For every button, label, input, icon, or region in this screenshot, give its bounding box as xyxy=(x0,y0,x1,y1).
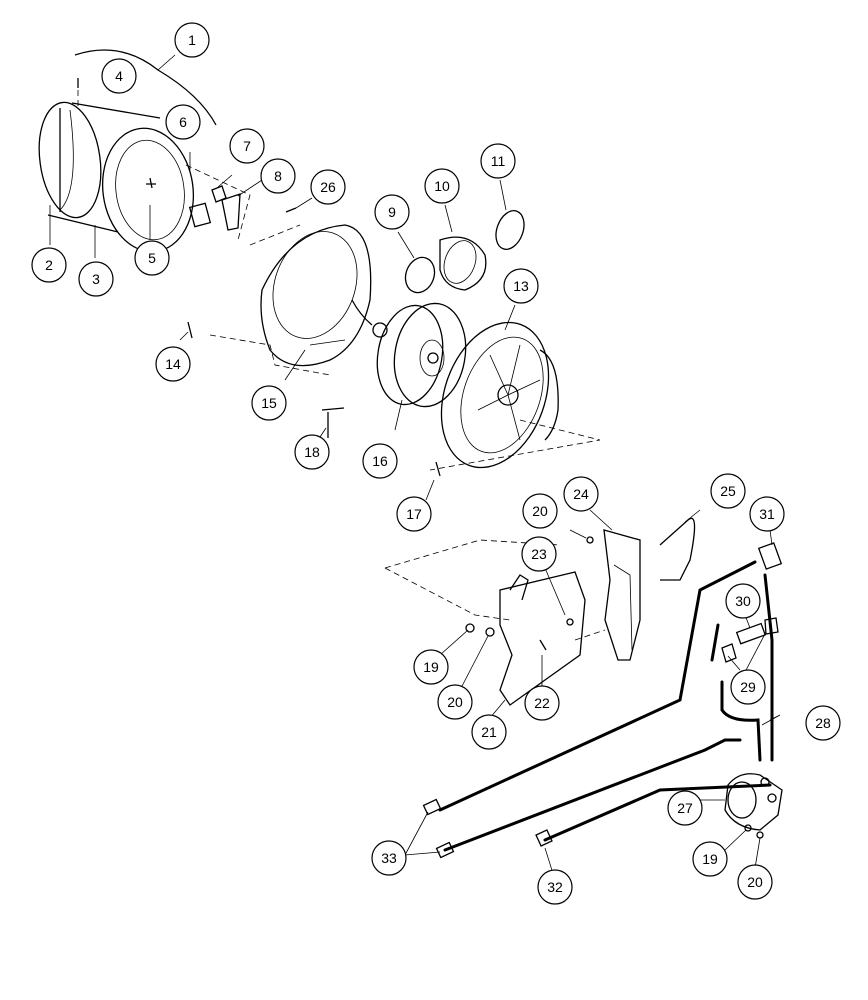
callout-label: 9 xyxy=(388,204,396,220)
hose-coupling xyxy=(397,179,525,294)
callout-28: 28 xyxy=(805,705,841,741)
hydraulic-lines xyxy=(404,560,781,881)
callout-label: 31 xyxy=(759,506,775,522)
callout-label: 14 xyxy=(165,356,181,372)
callout-11: 11 xyxy=(480,143,516,179)
callout-label: 2 xyxy=(45,257,53,273)
callout-label: 7 xyxy=(243,138,251,154)
callout-label: 26 xyxy=(320,179,336,195)
callout-label: 20 xyxy=(747,874,763,890)
latch-parts xyxy=(185,152,313,241)
callout-1: 1 xyxy=(174,22,210,58)
callout-label: 27 xyxy=(677,800,693,816)
callout-label: 11 xyxy=(491,153,506,169)
bolt-14 xyxy=(179,321,193,341)
callout-label: 20 xyxy=(532,503,548,519)
callout-23: 23 xyxy=(521,536,557,572)
callout-24: 24 xyxy=(563,476,599,512)
callout-label: 5 xyxy=(148,250,156,266)
callout-label: 30 xyxy=(735,593,751,609)
callout-16: 16 xyxy=(362,443,398,479)
callout-29: 29 xyxy=(730,669,766,705)
callout-label: 18 xyxy=(304,444,320,460)
callout-label: 25 xyxy=(720,483,736,499)
callout-label: 8 xyxy=(274,168,282,184)
callout-label: 20 xyxy=(447,694,463,710)
bracket-24 xyxy=(589,509,641,661)
callouts: 1 2 3 4 5 6 7 8 26 9 10 11 13 14 15 16 1… xyxy=(31,22,841,905)
callout-label: 33 xyxy=(381,850,397,866)
callout-label: 13 xyxy=(513,278,529,294)
callout-31: 31 xyxy=(749,496,785,532)
callout-label: 4 xyxy=(115,68,123,84)
callout-10: 10 xyxy=(424,168,460,204)
callout-15: 15 xyxy=(251,385,287,421)
callout-30: 30 xyxy=(725,583,761,619)
callout-label: 29 xyxy=(740,679,756,695)
callout-label: 16 xyxy=(372,453,388,469)
callout-22: 22 xyxy=(524,685,560,721)
callout-20b: 20 xyxy=(437,684,473,720)
callout-18: 18 xyxy=(294,434,330,470)
callout-label: 1 xyxy=(188,32,196,48)
callout-label: 10 xyxy=(434,178,450,194)
callout-19a: 19 xyxy=(413,649,449,685)
callout-7: 7 xyxy=(229,128,265,164)
callout-21: 21 xyxy=(471,714,507,750)
callout-20a: 20 xyxy=(522,493,558,529)
fan-wheel xyxy=(376,302,467,431)
callout-label: 23 xyxy=(531,546,547,562)
hydraulic-fittings xyxy=(721,529,783,673)
callout-13: 13 xyxy=(503,268,539,304)
callout-label: 17 xyxy=(406,506,422,522)
callout-label: 32 xyxy=(547,879,563,895)
callout-8: 8 xyxy=(260,158,296,194)
callout-label: 24 xyxy=(573,486,589,502)
callout-20c: 20 xyxy=(737,864,773,900)
nuts-19-20-left xyxy=(439,623,495,691)
callout-25: 25 xyxy=(710,473,746,509)
nut-20-top xyxy=(569,529,594,544)
callout-17: 17 xyxy=(396,496,432,532)
callout-5: 5 xyxy=(134,240,170,276)
callout-label: 3 xyxy=(92,271,100,287)
drum-housing xyxy=(38,101,195,258)
assembly-bracket-1 xyxy=(74,49,217,126)
callout-19b: 19 xyxy=(692,841,728,877)
callout-27: 27 xyxy=(667,790,703,826)
callout-9: 9 xyxy=(374,194,410,230)
bolt-18 xyxy=(317,407,345,441)
mounting-plate xyxy=(384,539,606,719)
callout-label: 19 xyxy=(423,659,439,675)
fan-housing-front xyxy=(429,304,601,471)
hydraulic-motor xyxy=(700,773,783,869)
callout-label: 21 xyxy=(481,724,497,740)
callout-label: 15 xyxy=(261,395,277,411)
callout-33: 33 xyxy=(371,840,407,876)
hose-25 xyxy=(659,509,701,581)
callout-6: 6 xyxy=(165,104,201,140)
screw-17 xyxy=(425,461,441,501)
callout-label: 22 xyxy=(534,695,550,711)
callout-label: 19 xyxy=(702,851,718,867)
callout-14: 14 xyxy=(155,346,191,382)
fan-housing-back xyxy=(209,224,388,381)
callout-32: 32 xyxy=(537,869,573,905)
callout-3: 3 xyxy=(78,261,114,297)
callout-26: 26 xyxy=(310,169,346,205)
callout-2: 2 xyxy=(31,247,67,283)
callout-label: 28 xyxy=(815,715,831,731)
callout-4: 4 xyxy=(101,58,137,94)
callout-label: 6 xyxy=(179,114,187,130)
